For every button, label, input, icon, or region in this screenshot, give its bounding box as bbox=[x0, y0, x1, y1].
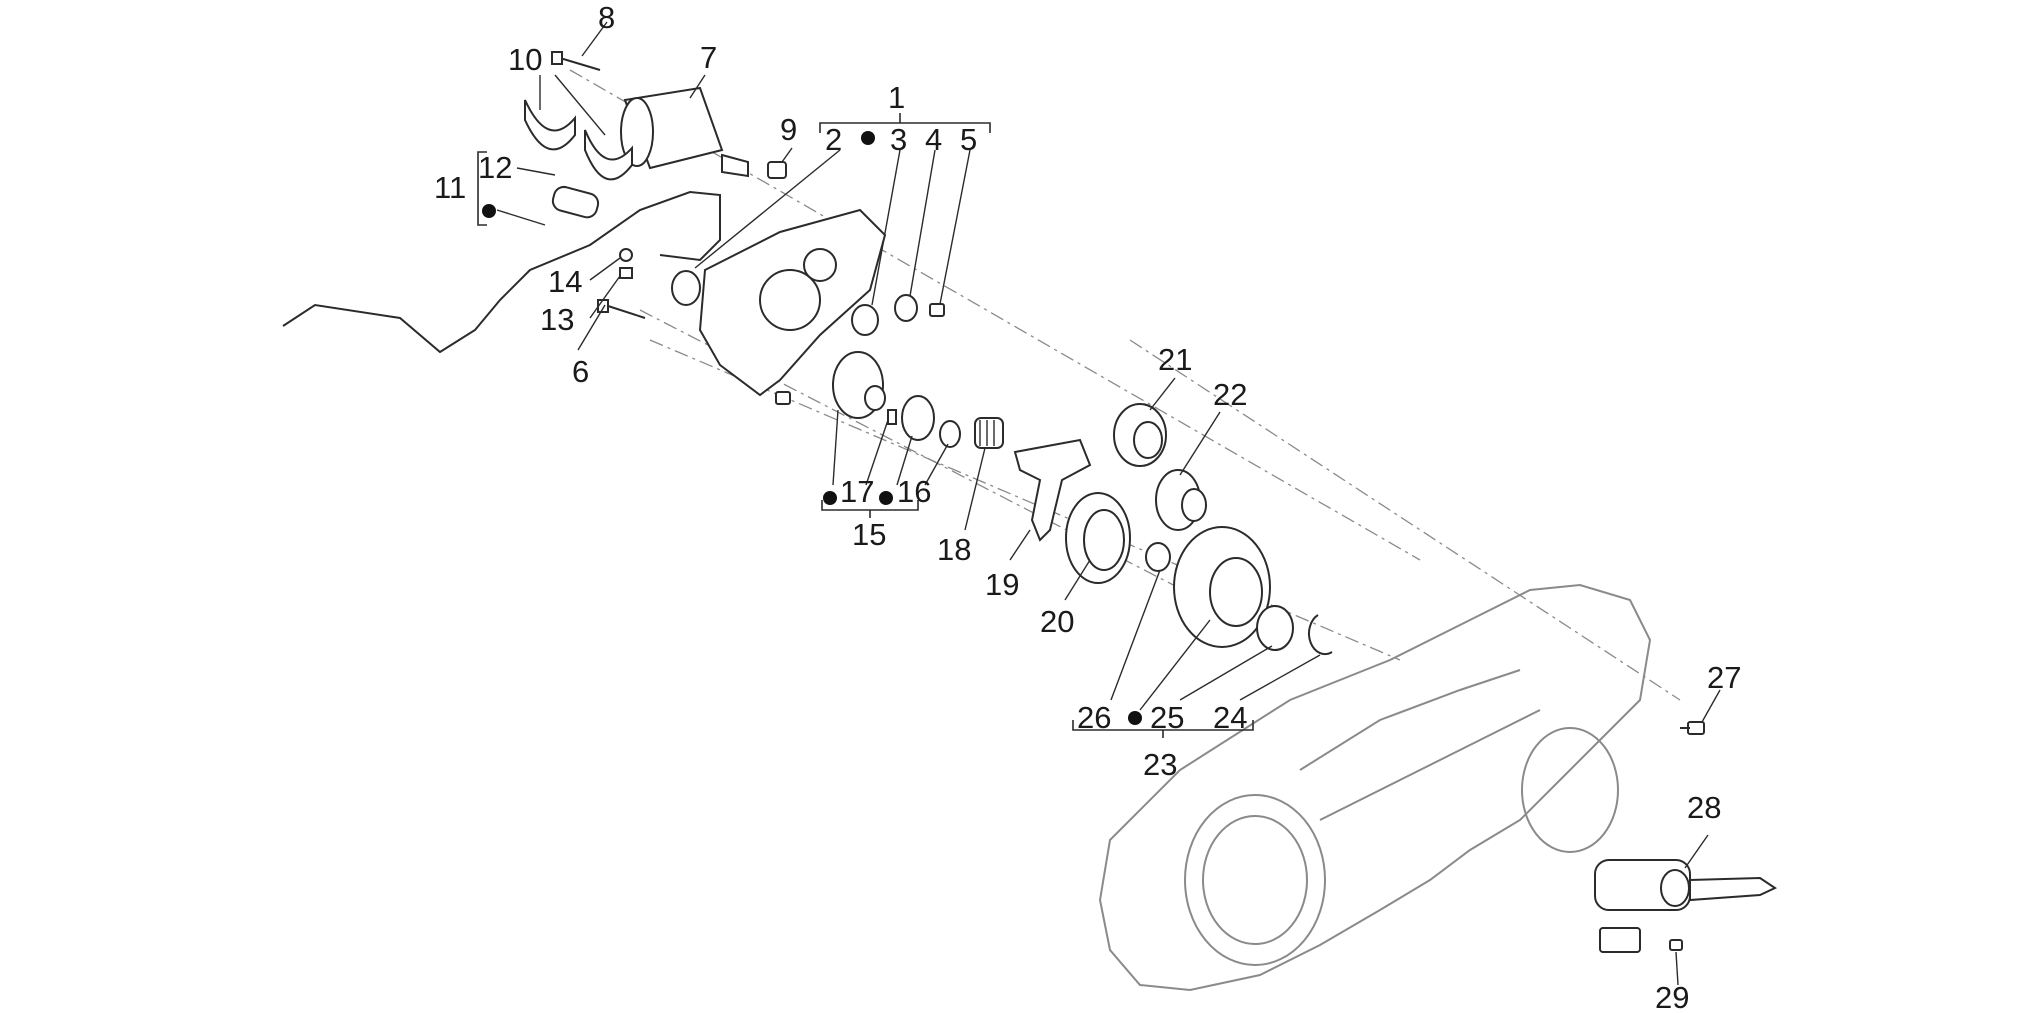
filled-dot-icon bbox=[879, 491, 893, 505]
bush-9 bbox=[767, 161, 787, 179]
callout-22: 22 bbox=[1213, 377, 1247, 412]
callout-17: 17 bbox=[840, 474, 874, 509]
shims-10 bbox=[524, 99, 633, 181]
callout-9: 9 bbox=[780, 112, 797, 147]
group-brackets bbox=[477, 113, 1254, 738]
crankcase-outline bbox=[1098, 583, 1652, 992]
starter-motor bbox=[620, 86, 749, 178]
callout-15: 15 bbox=[852, 517, 886, 552]
callout-28: 28 bbox=[1687, 790, 1721, 825]
callout-7: 7 bbox=[700, 40, 717, 75]
callout-labels: 1 2 3 4 5 6 7 8 9 10 11 12 13 14 15 16 1… bbox=[434, 0, 1741, 1013]
circlip-24 bbox=[1308, 614, 1333, 656]
ring-gear-20 bbox=[1065, 492, 1131, 584]
callout-5: 5 bbox=[960, 122, 977, 157]
filled-dot-icon bbox=[861, 131, 875, 145]
filled-dot-icon bbox=[1128, 711, 1142, 725]
actuator-28 bbox=[1594, 859, 1778, 953]
spring-18 bbox=[974, 417, 1004, 449]
bolt-8 bbox=[551, 51, 601, 71]
pinion-assembly bbox=[832, 351, 961, 448]
callout-11: 11 bbox=[434, 170, 466, 205]
fork-lever bbox=[1013, 438, 1092, 542]
callout-1: 1 bbox=[888, 80, 905, 115]
filled-dot-icon bbox=[823, 491, 837, 505]
screw-27 bbox=[1680, 721, 1705, 735]
callout-25: 25 bbox=[1150, 700, 1184, 735]
gear-22 bbox=[1155, 469, 1207, 531]
callout-19: 19 bbox=[985, 567, 1019, 602]
callout-2: 2 bbox=[825, 122, 842, 157]
group-markers bbox=[482, 131, 1142, 725]
callout-14: 14 bbox=[548, 264, 582, 299]
callout-6: 6 bbox=[572, 354, 589, 389]
callout-23: 23 bbox=[1143, 747, 1177, 782]
callout-13: 13 bbox=[540, 302, 574, 337]
callout-12: 12 bbox=[478, 150, 512, 185]
callout-26: 26 bbox=[1077, 700, 1111, 735]
callout-27: 27 bbox=[1707, 660, 1741, 695]
callout-3: 3 bbox=[890, 122, 907, 157]
callout-21: 21 bbox=[1158, 342, 1192, 377]
callout-8: 8 bbox=[598, 0, 615, 35]
gear-cover bbox=[671, 208, 945, 405]
callout-20: 20 bbox=[1040, 604, 1074, 639]
small-fasteners bbox=[597, 248, 646, 319]
freewheel-gear bbox=[1145, 526, 1294, 651]
filled-dot-icon bbox=[482, 204, 496, 218]
callout-29: 29 bbox=[1655, 980, 1689, 1013]
callout-18: 18 bbox=[937, 532, 971, 567]
gear-21 bbox=[1113, 403, 1167, 467]
callout-24: 24 bbox=[1213, 700, 1247, 735]
callout-10: 10 bbox=[508, 42, 542, 77]
leader-lines bbox=[496, 21, 1721, 986]
starter-cable bbox=[282, 185, 721, 354]
callout-16: 16 bbox=[897, 474, 931, 509]
callout-4: 4 bbox=[925, 122, 942, 157]
